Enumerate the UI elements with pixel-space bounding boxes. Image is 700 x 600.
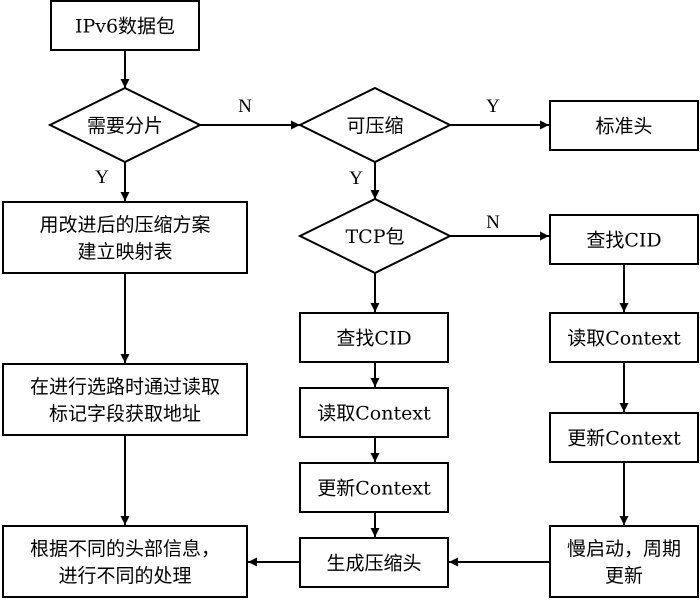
process-box [549,412,699,463]
node-tcp-update-context: 更新Context [549,412,699,463]
node-label: 慢启动，周期 [567,538,681,560]
process-box [2,201,248,274]
node-label: 标准头 [595,116,652,138]
node-standard-header: 标准头 [549,100,699,151]
edge-labels-layer: N Y Y Y N [95,96,500,233]
node-tcp-find-cid: 查找CID [549,214,699,265]
node-label: 标记字段获取地址 [49,403,201,425]
node-label: 生成压缩头 [326,553,421,575]
decision-diamond [297,197,453,275]
node-find-cid: 查找CID [299,312,449,363]
node-read-context: 读取Context [299,387,449,438]
node-label: 可压缩 [346,115,403,137]
process-box [50,0,200,51]
node-label: 查找CID [336,328,411,350]
process-box [549,312,699,363]
node-label: 需要分片 [87,115,163,137]
node-label: 根据不同的头部信息， [30,538,220,560]
node-label: IPv6数据包 [75,16,175,38]
node-label: 查找CID [586,230,661,252]
node-compressible: 可压缩 [297,86,453,164]
process-box [549,100,699,151]
process-box [2,525,248,598]
process-box [2,363,248,436]
decision-diamond [47,86,203,164]
edge-label-yes: Y [486,96,500,117]
node-process-headers: 根据不同的头部信息， 进行不同的处理 [2,525,248,598]
node-label: 更新Context [567,428,681,450]
node-label: 读取Context [317,403,431,425]
node-tcp-read-context: 读取Context [549,312,699,363]
process-box [299,537,449,588]
process-box [299,387,449,438]
edge-label-yes: Y [349,168,363,189]
node-label: 更新Context [317,478,431,500]
node-tcp-packet: TCP包 [297,197,453,275]
edge-label-no: N [486,212,500,233]
node-label: 建立映射表 [77,241,172,263]
node-label: 更新 [605,565,643,587]
edge-label-yes: Y [95,167,109,188]
node-label: 用改进后的压缩方案 [39,214,210,236]
node-label: TCP包 [346,226,405,248]
decision-diamond [297,86,453,164]
process-box [299,312,449,363]
node-gen-compressed-header: 生成压缩头 [299,537,449,588]
node-need-fragment: 需要分片 [47,86,203,164]
process-box [549,214,699,265]
node-label: 进行不同的处理 [58,565,191,587]
process-box [549,525,699,598]
node-ipv6-packet: IPv6数据包 [50,0,200,51]
node-update-context: 更新Context [299,462,449,513]
node-label: 读取Context [567,328,681,350]
node-label: 在进行选路时通过读取 [30,376,220,398]
process-box [299,462,449,513]
edge-label-no: N [238,96,252,117]
edges-layer [120,51,629,567]
